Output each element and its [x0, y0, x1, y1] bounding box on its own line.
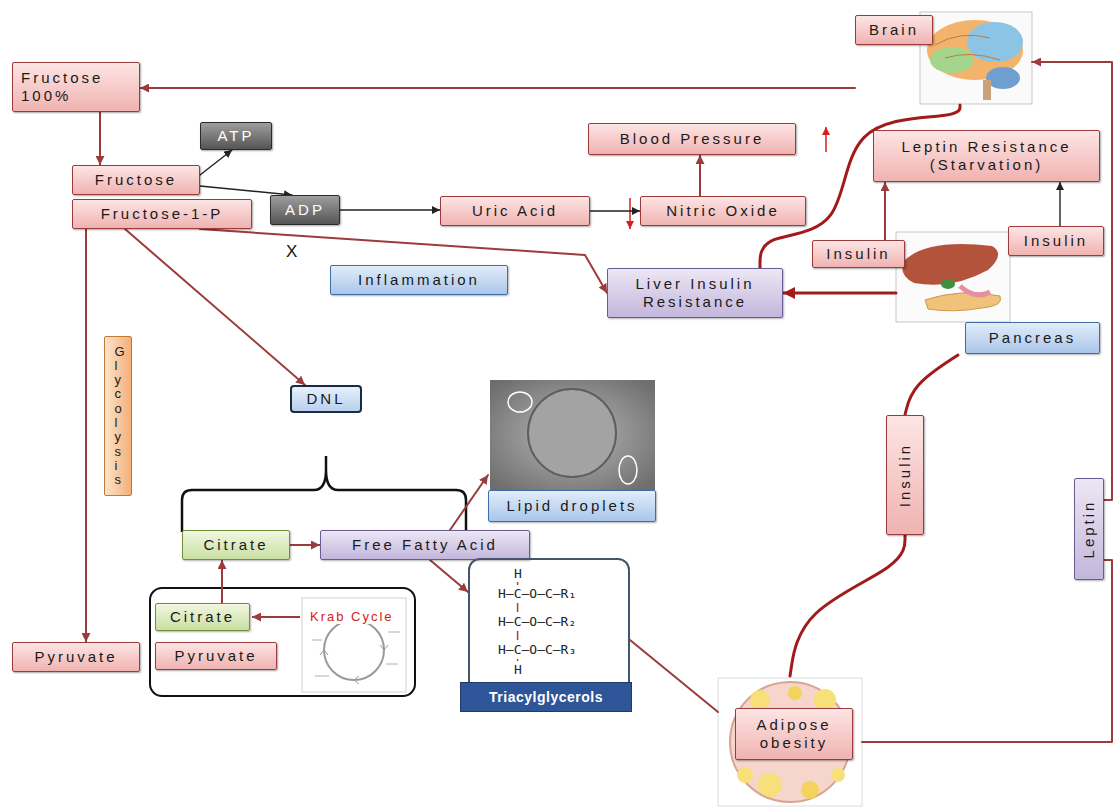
connector [1059, 182, 1060, 226]
node-label: Citrate [170, 608, 235, 626]
connector [140, 87, 855, 89]
figure-label: Triacylglycerols [460, 682, 632, 712]
figure-node: Lipid droplets [488, 380, 656, 522]
hormone-box: Insulin [886, 415, 924, 535]
node-label: Inflammation [358, 271, 480, 289]
node-label: Fructose-1-P [101, 205, 224, 223]
krebs-cycle-illustration [302, 598, 406, 692]
process-box: Blood Pressure [588, 123, 796, 155]
connector [590, 210, 640, 211]
node-label: DNL [306, 390, 345, 408]
connector [85, 229, 87, 642]
node-label: Pyruvate [34, 648, 117, 666]
figure-label: Brain [855, 15, 933, 45]
node-label: ADP [285, 201, 325, 219]
connector [862, 560, 1112, 742]
pathway-band: Glycolysis [104, 336, 132, 496]
connector [790, 535, 905, 676]
process-box: DNL [290, 385, 362, 413]
blocked-mark: X [286, 242, 297, 262]
metabolite-box: Pyruvate [12, 642, 140, 672]
figure-node: Adipose obesity [718, 676, 862, 806]
organ-node: Pancreas [896, 230, 1100, 355]
node-label: Insulin [826, 245, 890, 263]
connector [630, 640, 718, 712]
node-label: Free Fatty Acid [352, 536, 498, 554]
connector [430, 560, 468, 592]
figure-label: Pancreas [965, 322, 1100, 354]
node-label: Glycolysis [115, 345, 128, 488]
metabolite-box: Free Fatty Acid [320, 530, 530, 560]
node-label: Insulin [896, 443, 914, 507]
increase-arrow [825, 127, 827, 152]
connector [450, 475, 488, 530]
node-label: Pyruvate [174, 647, 257, 665]
connector [99, 112, 101, 165]
node-label: Blood Pressure [620, 130, 765, 148]
adipose-illustration [718, 678, 862, 806]
formula-row: H—C—O—C—R₃ [498, 642, 576, 658]
connector [200, 229, 607, 293]
connector [884, 182, 886, 240]
lipid-droplet-micrograph [490, 380, 655, 490]
brain-node: Brain [855, 12, 1032, 105]
process-box: Leptin Resistance (Starvation) [873, 130, 1100, 182]
process-box: Inflammation [330, 265, 508, 295]
figure-label: Adipose obesity [735, 708, 853, 760]
connector [200, 186, 292, 195]
metabolite-box: Citrate [155, 603, 250, 631]
hormone-box: Insulin [812, 240, 905, 268]
node-label: Leptin [1080, 500, 1098, 559]
energy-box: ATP [200, 122, 272, 150]
formula-atom: H [514, 662, 522, 678]
process-box: Fructose 100% [12, 62, 140, 112]
metabolite-box: Pyruvate [155, 642, 277, 670]
brain-illustration [920, 12, 1032, 104]
metabolite-box: Citrate [182, 530, 290, 560]
connector [783, 292, 896, 295]
connector [340, 209, 440, 210]
krebs-group-outline [150, 588, 415, 696]
connector [221, 560, 223, 603]
figure-node: Triacylglycerols [468, 558, 630, 712]
node-label: ATP [217, 127, 254, 145]
node-label: Fructose 100% [21, 69, 131, 105]
process-box: Fructose [72, 165, 200, 195]
node-label: Liver Insulin Resistance [616, 275, 774, 311]
process-box: Fructose-1-P [72, 199, 252, 229]
node-label: Fructose [95, 171, 177, 189]
connector [290, 544, 320, 546]
condition-box: Liver Insulin Resistance [607, 268, 783, 318]
cycle-label: Krab Cycle [309, 609, 395, 624]
liver-pancreas-illustration [896, 232, 1010, 322]
node-label: Leptin Resistance (Starvation) [882, 138, 1091, 174]
node-label: Uric Acid [472, 202, 558, 220]
node-label: Nitric Oxide [666, 202, 780, 220]
process-box: Uric Acid [440, 196, 590, 226]
connector [699, 155, 701, 196]
energy-box: ADP [270, 195, 340, 225]
connector [905, 355, 958, 415]
node-label: Citrate [203, 536, 268, 554]
decrease-arrow [629, 198, 631, 229]
formula-atom: H [514, 566, 522, 582]
hormone-box: Insulin [1008, 226, 1104, 256]
connector [125, 229, 305, 385]
formula-row: H—C—O—C—R₁ [498, 586, 576, 602]
connector [200, 150, 232, 175]
dnl-brace [182, 456, 466, 532]
node-label: Insulin [1024, 232, 1088, 250]
process-box: Nitric Oxide [640, 196, 806, 226]
figure-label: Lipid droplets [488, 490, 656, 522]
hormone-box: Leptin [1074, 478, 1104, 580]
formula-row: H—C—O—C—R₂ [498, 614, 576, 630]
cycle-arrow [252, 616, 300, 618]
connector [1032, 62, 1112, 500]
